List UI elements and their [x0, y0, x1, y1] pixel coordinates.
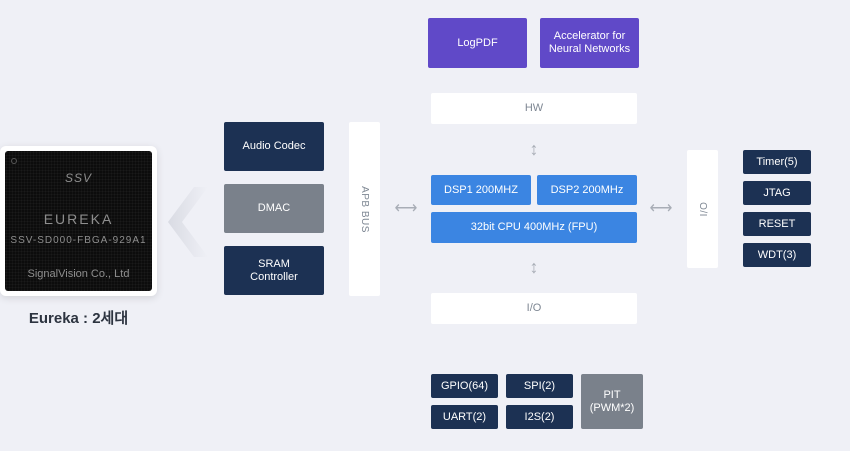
- hw-label: HW: [524, 102, 544, 114]
- jtag-block: JTAG: [743, 181, 811, 205]
- jtag-label: JTAG: [763, 186, 791, 199]
- apb-bus-block: APB BUS: [349, 122, 380, 296]
- hw-block: HW: [431, 93, 637, 124]
- io-bus-label: O/I: [697, 201, 708, 217]
- chevron-left-icon: [168, 187, 208, 257]
- uart-block: UART(2): [431, 405, 498, 429]
- timer-block: Timer(5): [743, 150, 811, 174]
- cpu-label: 32bit CPU 400MHz (FPU): [470, 221, 598, 233]
- dsp1-label: DSP1 200MHZ: [444, 183, 518, 196]
- spi-block: SPI(2): [506, 374, 573, 398]
- dsp1-block: DSP1 200MHZ: [431, 175, 531, 205]
- chip-model-label: SSV-SD000-FBGA-929A1: [10, 235, 147, 246]
- chip-photo: SSV EUREKA SSV-SD000-FBGA-929A1 SignalVi…: [5, 151, 152, 291]
- accelerator-label-line2: Neural Networks: [548, 43, 631, 55]
- reset-block: RESET: [743, 212, 811, 236]
- timer-label: Timer(5): [756, 155, 798, 168]
- chip-pin1-marker: [11, 158, 17, 164]
- i2s-label: I2S(2): [524, 410, 555, 423]
- dmac-block: DMAC: [224, 184, 324, 233]
- double-arrow-horizontal-icon: ⟷: [394, 200, 418, 217]
- logpdf-label: LogPDF: [457, 36, 498, 49]
- wdt-label: WDT(3): [757, 248, 797, 261]
- pit-block: PIT (PWM*2): [581, 374, 643, 429]
- chip-name-label: EUREKA: [43, 211, 114, 227]
- double-arrow-vertical-icon: ↕: [529, 257, 539, 277]
- wdt-block: WDT(3): [743, 243, 811, 267]
- audio-codec-block: Audio Codec: [224, 122, 324, 171]
- io-label: I/O: [526, 302, 542, 314]
- dsp2-label: DSP2 200MHz: [550, 183, 624, 196]
- dsp2-block: DSP2 200MHz: [537, 175, 637, 205]
- double-arrow-vertical-icon: ↕: [529, 139, 539, 159]
- apb-bus-label: APB BUS: [359, 185, 371, 233]
- uart-label: UART(2): [442, 410, 487, 423]
- accelerator-label-line1: Accelerator for: [553, 30, 626, 42]
- chip-maker-label: SignalVision Co., Ltd: [27, 268, 130, 280]
- audio-codec-label: Audio Codec: [242, 140, 306, 152]
- gpio-label: GPIO(64): [440, 379, 489, 392]
- neural-accelerator-block: Accelerator for Neural Networks: [540, 18, 639, 68]
- i2s-block: I2S(2): [506, 405, 573, 429]
- dmac-label: DMAC: [257, 202, 291, 214]
- pit-label-line1: PIT: [603, 388, 621, 401]
- sram-label-line1: SRAM: [258, 257, 290, 270]
- pit-label-line2: (PWM*2): [589, 401, 635, 414]
- reset-label: RESET: [758, 217, 796, 230]
- gpio-block: GPIO(64): [431, 374, 498, 398]
- sram-controller-block: SRAM Controller: [224, 246, 324, 295]
- chip-caption: Eureka : 2세대: [28, 310, 129, 327]
- cpu-block: 32bit CPU 400MHz (FPU): [431, 212, 637, 243]
- sram-label-line2: Controller: [250, 270, 298, 283]
- io-block: I/O: [431, 293, 637, 324]
- double-arrow-horizontal-icon: ⟷: [649, 200, 673, 217]
- spi-label: SPI(2): [523, 379, 556, 392]
- logpdf-block: LogPDF: [428, 18, 527, 68]
- chip-brand-label: SSV: [64, 171, 92, 185]
- io-bus-block: O/I: [687, 150, 718, 268]
